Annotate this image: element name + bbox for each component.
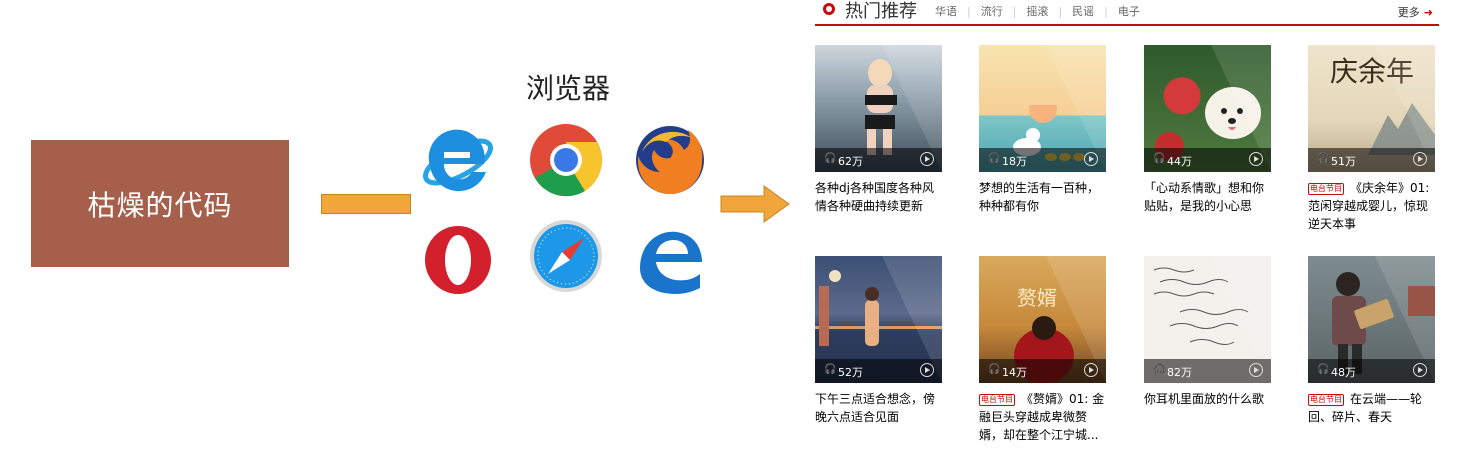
headphone-icon: 🎧 bbox=[988, 364, 1001, 375]
connector-bar bbox=[321, 194, 411, 214]
play-count: 51万 bbox=[1331, 155, 1356, 168]
cover-info-bar: 🎧 52万 bbox=[815, 359, 942, 383]
headphone-icon: 🎧 bbox=[824, 153, 837, 164]
browser-title: 浏览器 bbox=[525, 72, 610, 105]
cover-title-art: 赘婿 bbox=[1017, 286, 1057, 310]
boring-code-box: 枯燥的代码 bbox=[31, 140, 289, 267]
playlist-card[interactable]: 🎧 82万 你耳机里面放的什么歌 bbox=[1144, 256, 1272, 408]
tag-3[interactable]: 民谣 bbox=[1072, 5, 1095, 18]
cover-info-bar: 🎧 44万 bbox=[1144, 148, 1271, 172]
cover-image[interactable]: 赘婿 🎧 14万 bbox=[979, 256, 1106, 383]
playlist-card[interactable]: 🎧 62万 各种dj各种国度各种风情各种硬曲持续更新 bbox=[815, 45, 943, 215]
tag-0[interactable]: 华语 bbox=[935, 5, 957, 18]
headphone-icon: 🎧 bbox=[1317, 153, 1330, 164]
safari-icon bbox=[530, 220, 602, 292]
playlist-title[interactable]: 各种dj各种国度各种风情各种硬曲持续更新 bbox=[815, 181, 934, 213]
cover-image[interactable]: 🎧 82万 bbox=[1144, 256, 1271, 383]
playlist-title[interactable]: 电台节目在云端——轮回、碎片、春天 bbox=[1308, 392, 1423, 424]
play-count: 18万 bbox=[1002, 155, 1027, 168]
playlist-card[interactable]: 🎧 52万 下午三点适合想念，傍晚六点适合见面 bbox=[815, 256, 943, 426]
headphone-icon: 🎧 bbox=[824, 364, 837, 375]
playlist-title[interactable]: 「心动系情歌」想和你贴贴，是我的小心思 bbox=[1144, 181, 1265, 213]
panel-header: 热门推荐 华语| 流行| 摇滚| 民谣| 电子 更多➜ bbox=[815, 0, 1439, 26]
play-count: 14万 bbox=[1002, 366, 1027, 379]
headphone-icon: 🎧 bbox=[988, 153, 1001, 164]
headphone-icon: 🎧 bbox=[1317, 364, 1330, 375]
cover-image[interactable]: 🎧 48万 bbox=[1308, 256, 1435, 383]
cover-info-bar: 🎧 51万 bbox=[1308, 148, 1435, 172]
chrome-icon bbox=[530, 124, 603, 197]
cover-image[interactable]: 🎧 18万 bbox=[979, 45, 1106, 172]
cover-image[interactable]: 🎧 62万 bbox=[815, 45, 942, 172]
playlist-title[interactable]: 下午三点适合想念，傍晚六点适合见面 bbox=[815, 392, 936, 424]
headphone-icon: 🎧 bbox=[1153, 153, 1166, 164]
cover-image[interactable]: 🎧 44万 bbox=[1144, 45, 1271, 172]
more-link[interactable]: 更多➜ bbox=[1397, 6, 1433, 19]
playlist-title[interactable]: 你耳机里面放的什么歌 bbox=[1144, 392, 1265, 406]
cover-info-bar: 🎧 14万 bbox=[979, 359, 1106, 383]
right-arrow-icon bbox=[720, 185, 790, 223]
headphone-icon: 🎧 bbox=[1153, 364, 1166, 375]
play-icon[interactable] bbox=[920, 152, 934, 166]
play-count: 52万 bbox=[838, 366, 863, 379]
play-icon[interactable] bbox=[1249, 152, 1263, 166]
playlist-card[interactable]: 🎧 48万 电台节目在云端——轮回、碎片、春天 bbox=[1308, 256, 1436, 426]
playlist-card[interactable]: 赘婿 🎧 14万 电台节目《赘婿》01: 金融巨头穿越成卑微赘婿，却在整个江宁城… bbox=[979, 256, 1107, 444]
playlist-title[interactable]: 梦想的生活有一百种，种种都有你 bbox=[979, 181, 1100, 213]
tag-1[interactable]: 流行 bbox=[980, 5, 1003, 18]
play-icon[interactable] bbox=[1249, 363, 1263, 377]
playlist-title[interactable]: 电台节目《庆余年》01: 范闲穿越成婴儿，惊现逆天本事 bbox=[1308, 181, 1430, 231]
playlist-card[interactable]: 🎧 44万 「心动系情歌」想和你贴贴，是我的小心思 bbox=[1144, 45, 1272, 215]
radio-tag: 电台节目 bbox=[979, 394, 1015, 406]
playlist-card[interactable]: 庆余年 🎧 51万 电台节目《庆余年》01: 范闲穿越成婴儿，惊现逆天本事 bbox=[1308, 45, 1436, 233]
arrow-right-icon: ➜ bbox=[1423, 6, 1433, 19]
ie-icon bbox=[423, 129, 493, 192]
cover-info-bar: 🎧 62万 bbox=[815, 148, 942, 172]
play-icon[interactable] bbox=[1084, 363, 1098, 377]
cover-info-bar: 🎧 18万 bbox=[979, 148, 1106, 172]
radio-tag: 电台节目 bbox=[1308, 183, 1344, 195]
cover-info-bar: 🎧 82万 bbox=[1144, 359, 1271, 383]
cover-title-art: 庆余年 bbox=[1330, 55, 1415, 88]
cover-image[interactable]: 🎧 52万 bbox=[815, 256, 942, 383]
play-count: 82万 bbox=[1167, 366, 1192, 379]
play-count: 62万 bbox=[838, 155, 863, 168]
boring-code-label: 枯燥的代码 bbox=[87, 188, 233, 222]
cover-info-bar: 🎧 48万 bbox=[1308, 359, 1435, 383]
opera-icon bbox=[425, 226, 491, 294]
play-count: 44万 bbox=[1167, 155, 1192, 168]
play-icon[interactable] bbox=[1413, 152, 1427, 166]
hot-recommend-panel: 热门推荐 华语| 流行| 摇滚| 民谣| 电子 更多➜ 🎧 62万 bbox=[815, 0, 1439, 449]
tag-4[interactable]: 电子 bbox=[1117, 5, 1140, 18]
edge-icon bbox=[640, 231, 702, 294]
cover-image[interactable]: 庆余年 🎧 51万 bbox=[1308, 45, 1435, 172]
tag-2[interactable]: 摇滚 bbox=[1026, 5, 1049, 18]
play-count: 48万 bbox=[1331, 366, 1356, 379]
playlist-card[interactable]: 🎧 18万 梦想的生活有一百种，种种都有你 bbox=[979, 45, 1107, 215]
radio-tag: 电台节目 bbox=[1308, 394, 1344, 406]
play-icon[interactable] bbox=[920, 363, 934, 377]
playlist-title[interactable]: 电台节目《赘婿》01: 金融巨头穿越成卑微赘婿，却在整个江宁城... bbox=[979, 392, 1105, 442]
genre-tags: 华语| 流行| 摇滚| 民谣| 电子 bbox=[935, 4, 1140, 19]
play-icon[interactable] bbox=[1413, 363, 1427, 377]
record-icon bbox=[823, 3, 835, 15]
play-icon[interactable] bbox=[1084, 152, 1098, 166]
firefox-icon bbox=[636, 126, 704, 194]
panel-title: 热门推荐 bbox=[845, 1, 917, 22]
